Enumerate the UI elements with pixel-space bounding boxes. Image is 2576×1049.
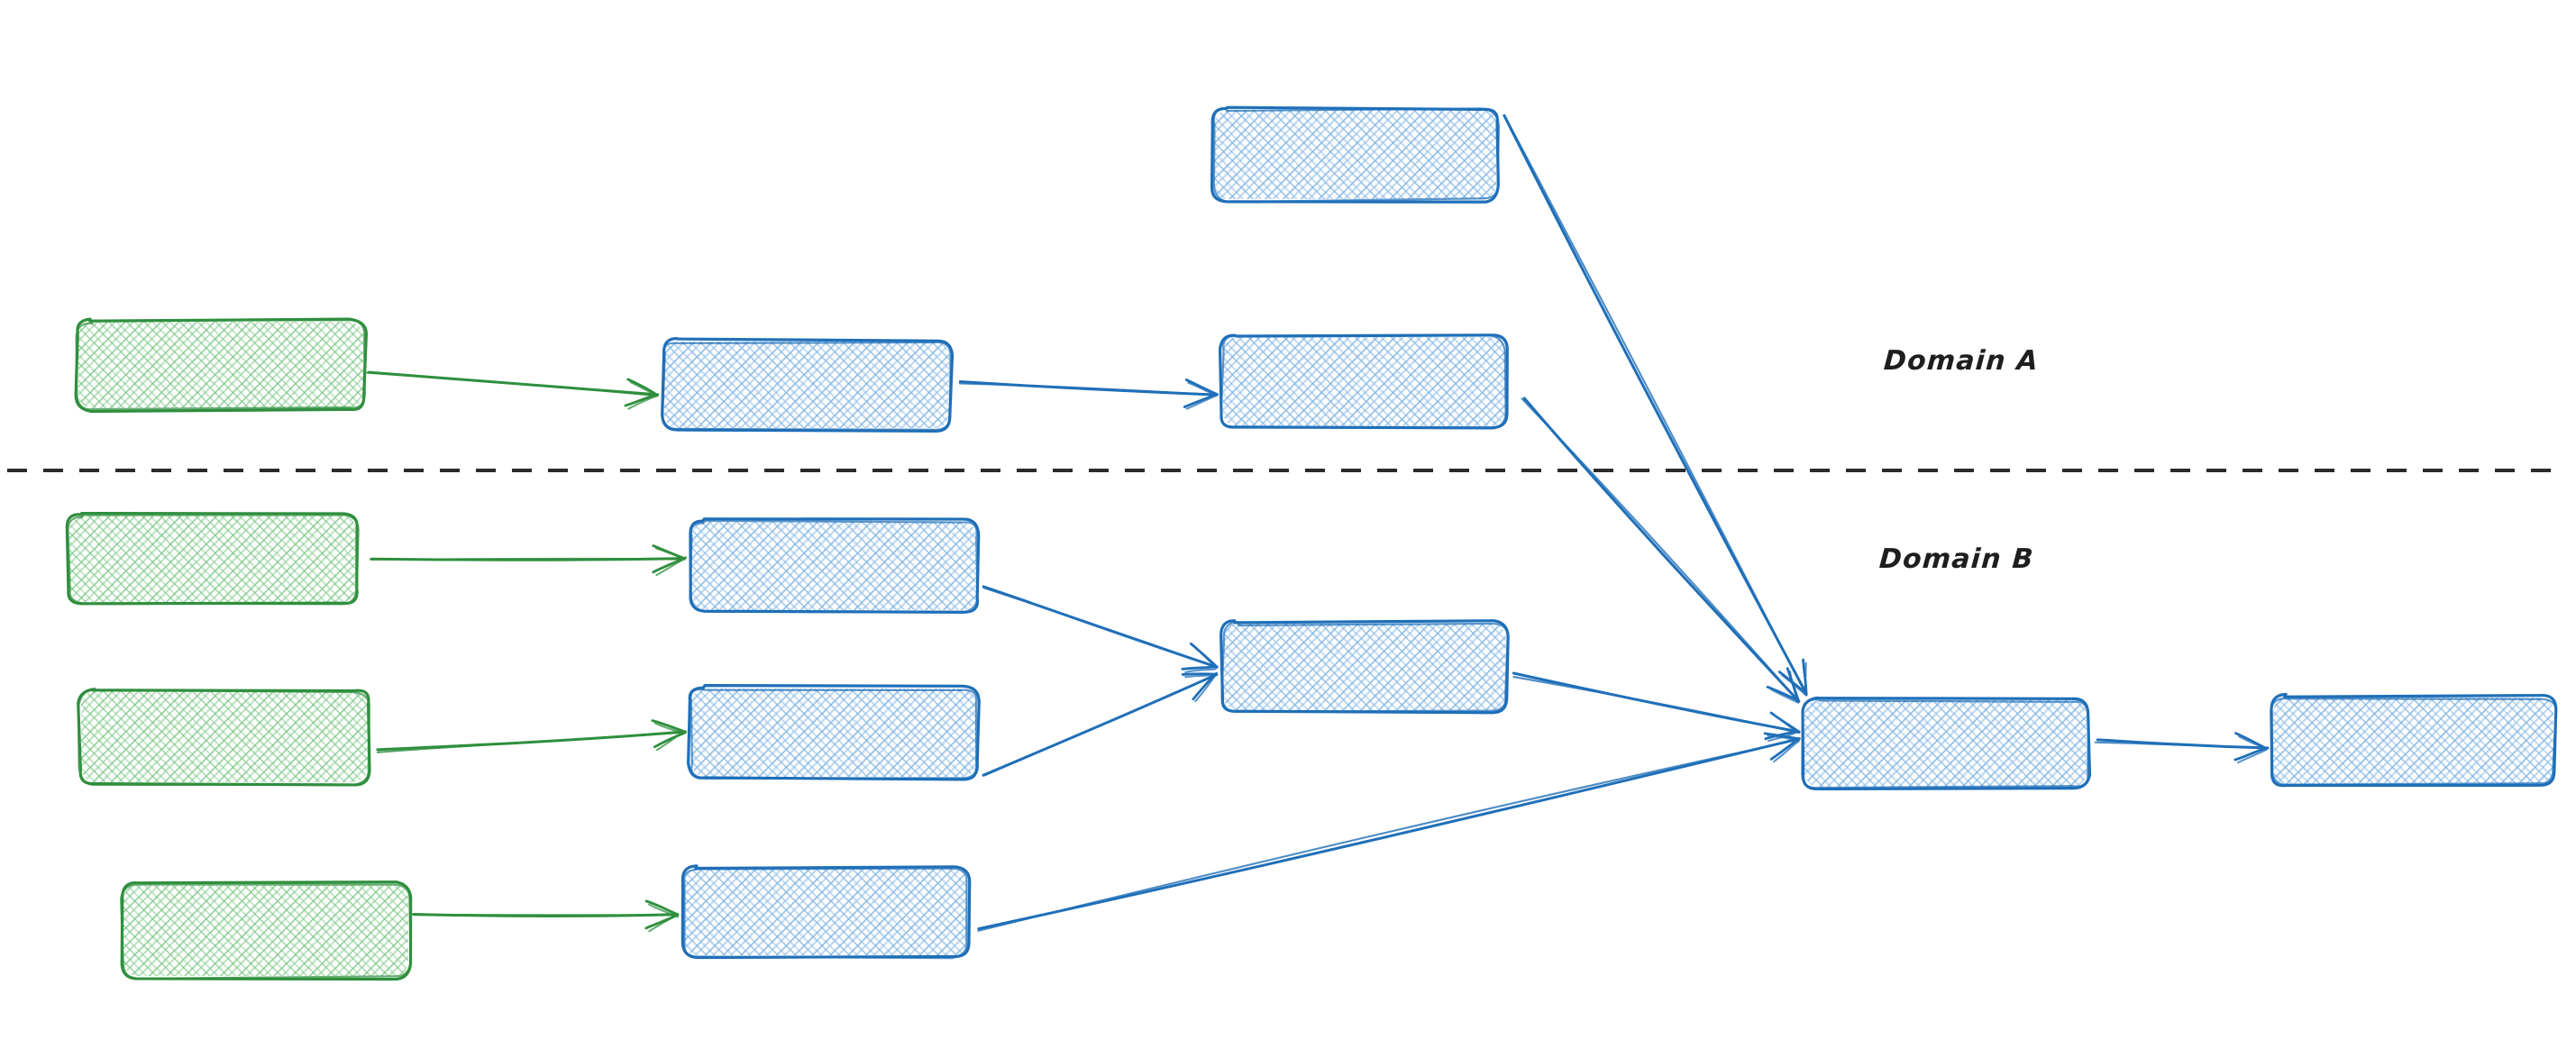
node-b8[interactable] [1801,696,2092,791]
arrowhead-barb [1763,732,1801,741]
node-fill-b [691,522,976,610]
arrowhead-barb [1185,394,1218,410]
node-outline-2 [690,688,978,780]
edge-e5 [412,899,680,933]
arrowhead-barb [1192,671,1219,701]
edge-e9 [1521,397,1801,704]
arrowhead-barb [644,899,679,916]
arrowhead-barb [1769,689,1800,704]
edge-line-2 [1503,114,1808,697]
edge-line-2 [2094,741,2269,750]
arrowhead-barb [1193,645,1218,670]
node-g1[interactable] [74,317,369,414]
arrowhead-barb [651,719,687,734]
arrowhead-barb [624,393,659,407]
edge-line-2 [982,673,1219,777]
node-fill-b [1223,337,1505,426]
node-fill-b [69,515,356,602]
node-fill-b [123,885,408,976]
arrowhead-barb [652,556,687,574]
node-g4[interactable] [119,880,413,981]
node-b7[interactable] [1219,619,1510,715]
node-fill-b [1214,110,1496,199]
edge-e1 [365,370,660,410]
arrowhead-barb [655,558,686,577]
edge-line-2 [376,731,687,753]
arrowhead-barb [1187,381,1217,396]
domain-b-label: Domain B [1877,543,2035,575]
arrowhead-barb [1766,685,1801,703]
node-outline-2 [1212,107,1501,204]
node-b9[interactable] [2270,692,2558,788]
node-g3[interactable] [77,688,371,787]
arrowhead-barb [1773,740,1800,763]
arrowhead-barb [1184,673,1216,679]
node-b5[interactable] [687,684,981,781]
node-outline-2 [1220,621,1509,713]
arrowhead-barb [1194,674,1217,703]
arrowhead-barb [2236,749,2268,764]
edge-e7 [982,671,1219,777]
node-outline-2 [2270,698,2557,786]
edge-line-2 [370,557,686,561]
edge-line-2 [982,587,1218,669]
node-b4[interactable] [689,517,981,614]
edge-line-2 [977,738,1801,932]
node-fill-b [1804,700,2087,787]
node-outline-1 [1210,105,1500,204]
nodes-layer [65,105,2558,981]
node-b2[interactable] [1218,333,1509,430]
node-g2[interactable] [65,511,360,606]
node-fill-b [81,691,368,782]
edge-e3 [370,544,687,577]
node-fill-b [684,869,967,955]
edge-e4 [376,719,687,753]
edge-line-2 [958,382,1219,397]
node-fill-b [78,322,363,408]
edge-e12 [2094,732,2270,764]
node-outline-2 [683,867,968,960]
node-outline-2 [662,341,952,431]
node-outline-2 [1219,334,1507,429]
node-outline-1 [74,317,369,414]
arrowhead-barb [1769,738,1800,761]
edge-line-1 [977,737,1801,931]
node-outline-1 [2270,692,2558,788]
domain-a-label: Domain A [1882,345,2041,377]
arrowhead-barb [627,395,658,410]
arrowhead-barb [1183,393,1218,408]
arrowhead-barb [1184,379,1219,397]
edge-line-2 [1521,397,1800,703]
node-outline-2 [119,883,412,981]
node-outline-2 [77,689,370,787]
edge-e6 [982,585,1219,674]
edge-line-2 [365,371,659,397]
edge-line-1 [376,730,687,752]
edge-line-2 [1512,676,1801,734]
edge-e11 [977,732,1801,932]
arrowhead-barb [648,914,678,933]
node-b6[interactable] [681,864,972,960]
edges-layer [365,114,2270,933]
arrowhead-barb [1764,729,1800,741]
arrowhead-barb [2233,746,2270,762]
node-fill-b [1223,624,1506,710]
node-outline-2 [67,514,360,606]
node-outline-2 [75,319,366,411]
node-outline-2 [689,519,979,614]
node-b1[interactable] [661,336,955,433]
node-fill-b [2273,698,2553,784]
node-fill-b [664,342,949,428]
node-fill-b [691,689,976,777]
node-outline-2 [1801,698,2090,789]
arrowhead-barb [1184,668,1217,674]
edge-e8 [1503,114,1808,697]
arrowhead-barb [653,722,685,734]
node-b3[interactable] [1210,105,1501,204]
edge-e2 [958,379,1219,410]
edge-e10 [1512,671,1801,743]
arrowhead-barb [655,731,684,752]
arrowhead-barb [1181,665,1218,670]
